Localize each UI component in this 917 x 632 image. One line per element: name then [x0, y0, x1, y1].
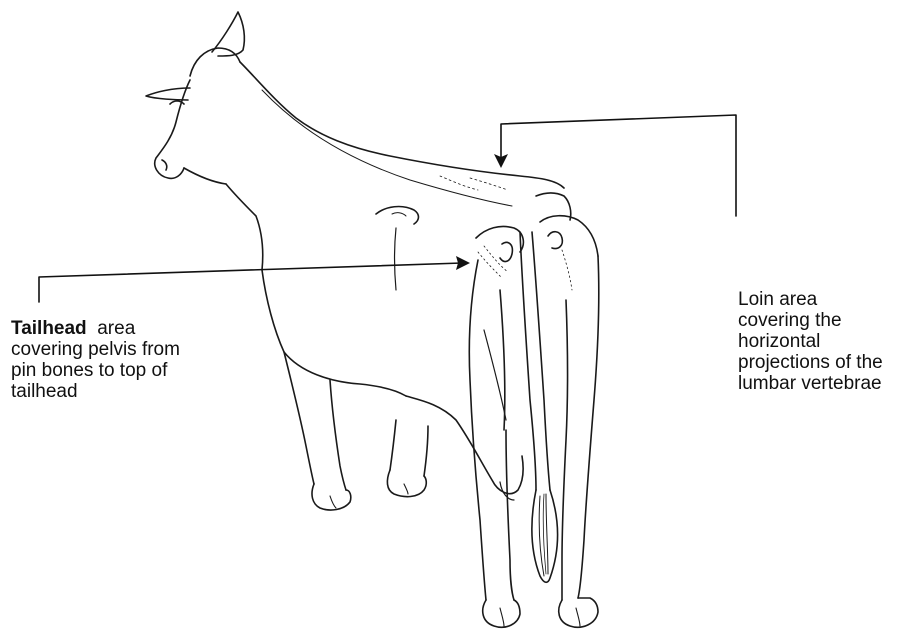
- loin-label-line-1: Loin area: [738, 289, 883, 310]
- loin-label-line-2: covering the: [738, 310, 883, 331]
- cow-illustration: [146, 12, 599, 627]
- tailhead-label-line-1-rest: area: [87, 318, 136, 339]
- loin-label-line-4: projections of the: [738, 352, 883, 373]
- loin-label-line-3: horizontal: [738, 331, 883, 352]
- cow-front-legs: [284, 352, 428, 510]
- cow-tail: [520, 232, 558, 582]
- cow-head: [146, 12, 244, 184]
- loin-label-line-5: lumbar vertebrae: [738, 373, 883, 394]
- tailhead-label: Tailhead area covering pelvis from pin b…: [11, 318, 180, 402]
- tailhead-label-line-2: covering pelvis from: [11, 339, 180, 360]
- tailhead-term: Tailhead: [11, 318, 87, 339]
- loin-label: Loin area covering the horizontal projec…: [738, 289, 883, 394]
- tailhead-label-line-1: Tailhead area: [11, 318, 180, 339]
- loin-arrow: [494, 115, 736, 216]
- tailhead-arrow: [39, 256, 470, 302]
- cow-rump: [376, 193, 598, 290]
- tailhead-label-line-3: pin bones to top of: [11, 360, 180, 381]
- tailhead-label-line-4: tailhead: [11, 381, 180, 402]
